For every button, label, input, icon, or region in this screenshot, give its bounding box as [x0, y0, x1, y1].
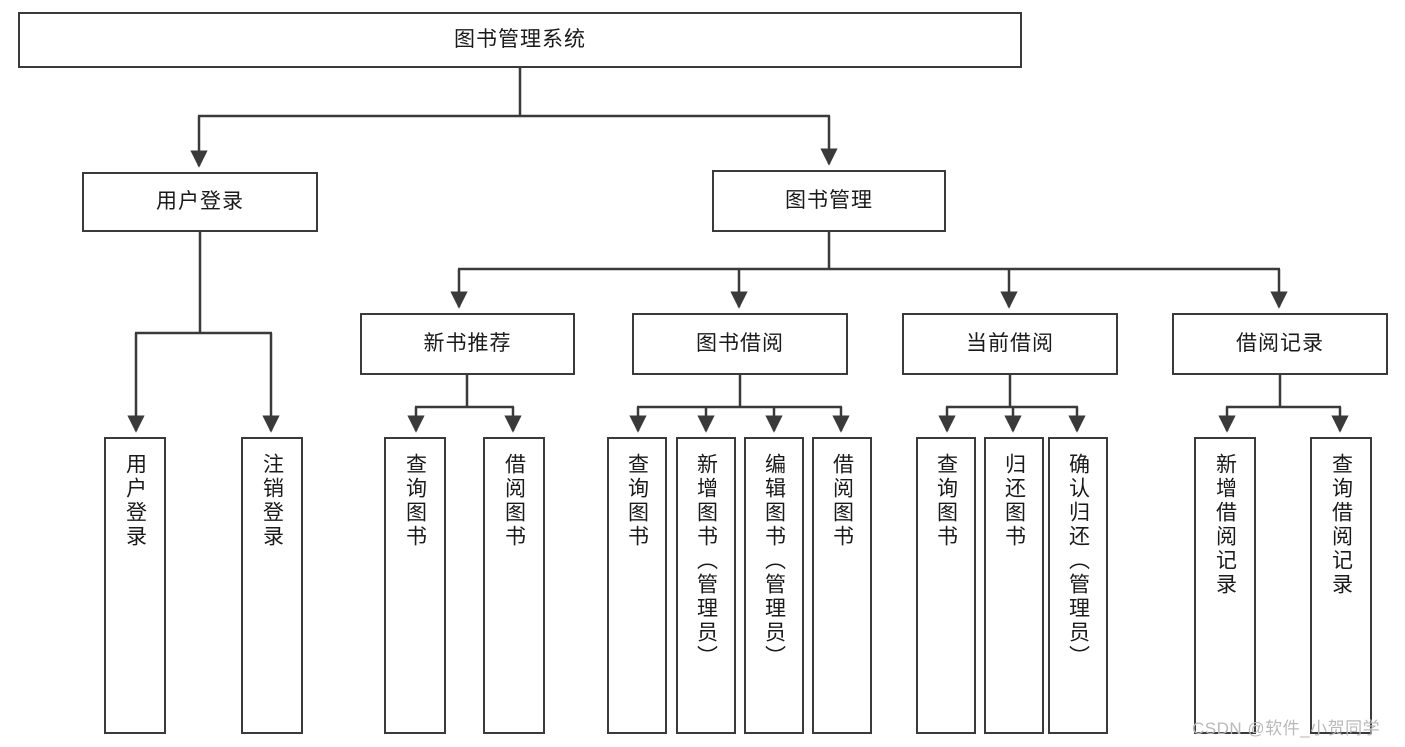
leaf-logout[interactable]: 注销登录	[241, 437, 303, 734]
leaf-label: 编辑图书（管理员）	[762, 453, 786, 669]
leaf-label: 注销登录	[260, 453, 284, 549]
leaf-edit-book-admin[interactable]: 编辑图书（管理员）	[744, 437, 804, 734]
leaf-label: 借阅图书	[502, 453, 526, 549]
leaf-query-book-current[interactable]: 查询图书	[916, 437, 976, 734]
leaf-label: 新增借阅记录	[1213, 453, 1237, 597]
node-root[interactable]: 图书管理系统	[18, 12, 1022, 68]
leaf-label: 查询图书	[625, 453, 649, 549]
node-borrowing-record-label: 借阅记录	[1236, 332, 1324, 356]
node-book-management[interactable]: 图书管理	[712, 170, 946, 232]
leaf-add-borrow-record[interactable]: 新增借阅记录	[1194, 437, 1256, 734]
node-root-label: 图书管理系统	[454, 28, 586, 52]
leaf-add-book-admin[interactable]: 新增图书（管理员）	[676, 437, 736, 734]
node-borrowing-record[interactable]: 借阅记录	[1172, 313, 1388, 375]
leaf-return-book[interactable]: 归还图书	[984, 437, 1044, 734]
leaf-borrow-book-newbook[interactable]: 借阅图书	[483, 437, 545, 734]
node-book-management-label: 图书管理	[785, 189, 873, 213]
leaf-label: 查询借阅记录	[1329, 453, 1353, 597]
node-user-login[interactable]: 用户登录	[82, 172, 318, 232]
leaf-query-book-borrowing[interactable]: 查询图书	[607, 437, 667, 734]
node-current-borrowing[interactable]: 当前借阅	[902, 313, 1118, 375]
node-new-book-recommendation-label: 新书推荐	[423, 332, 512, 356]
node-book-borrowing[interactable]: 图书借阅	[632, 313, 848, 375]
node-new-book-recommendation[interactable]: 新书推荐	[360, 313, 575, 375]
leaf-label: 查询图书	[403, 453, 427, 549]
node-book-borrowing-label: 图书借阅	[696, 332, 784, 356]
leaf-label: 归还图书	[1002, 453, 1026, 549]
leaf-label: 新增图书（管理员）	[694, 453, 718, 669]
node-user-login-label: 用户登录	[156, 190, 244, 214]
leaf-query-borrow-record[interactable]: 查询借阅记录	[1310, 437, 1372, 734]
leaf-confirm-return-admin[interactable]: 确认归还（管理员）	[1048, 437, 1108, 734]
leaf-label: 查询图书	[934, 453, 958, 549]
node-current-borrowing-label: 当前借阅	[966, 332, 1054, 356]
leaf-borrow-book-borrowing[interactable]: 借阅图书	[812, 437, 872, 734]
leaf-label: 确认归还（管理员）	[1066, 453, 1090, 669]
leaf-query-book-newbook[interactable]: 查询图书	[384, 437, 446, 734]
leaf-label: 用户登录	[123, 453, 147, 549]
leaf-user-login[interactable]: 用户登录	[104, 437, 166, 734]
leaf-label: 借阅图书	[830, 453, 854, 549]
csdn-watermark: CSDN @软件_小贺同学	[1192, 719, 1381, 738]
